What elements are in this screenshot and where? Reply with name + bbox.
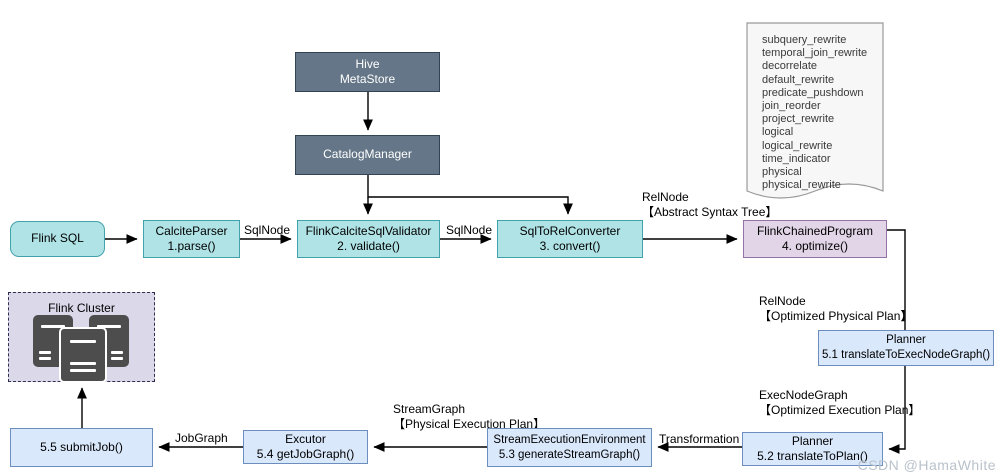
node-label: 2. validate() — [337, 239, 400, 253]
note-item: default_rewrite — [762, 73, 835, 86]
edge-label-transformation: Transformation — [659, 432, 740, 446]
edge-label-execnodegraph: ExecNodeGraph 【Optimized Execution Plan】 — [759, 388, 920, 417]
flink-cluster-box: Flink Cluster — [8, 292, 155, 383]
edge-label-jobgraph: JobGraph — [175, 431, 228, 445]
edge-label-sqlnode-1: SqlNode — [244, 223, 291, 237]
flink-cluster-label: Flink Cluster — [48, 301, 115, 315]
node-label: CalciteParser — [155, 223, 228, 238]
csdn-watermark: CSDN @HamaWhite — [857, 457, 996, 473]
node-label: 1.parse() — [167, 239, 216, 253]
note-item: temporal_join_rewrite — [762, 47, 868, 60]
edge-label-relnode-ast: RelNode 【Abstract Syntax Tree】 — [642, 190, 777, 219]
node-stream-execution-environment: StreamExecutionEnvironment 5.3 generateS… — [487, 428, 652, 467]
node-excutor: Excutor 5.4 getJobGraph() — [243, 430, 368, 464]
node-label: StreamExecutionEnvironment — [493, 433, 646, 446]
node-calcite-parser: CalciteParser 1.parse() — [143, 220, 240, 258]
node-label: FlinkChainedProgram — [756, 223, 874, 238]
edge-label-line: 【Optimized Physical Plan】 — [759, 308, 913, 323]
node-hive-metastore: Hive MetaStore — [295, 52, 440, 92]
edge-label-line: StreamGraph — [393, 402, 466, 416]
edge-label-line: RelNode — [759, 294, 806, 308]
edge-label-line: 【Optimized Execution Plan】 — [759, 402, 921, 417]
node-label: 5.1 translateToExecNodeGraph() — [821, 349, 991, 361]
edge-label-line: 【Abstract Syntax Tree】 — [642, 204, 778, 219]
edge-label-line: ExecNodeGraph — [759, 388, 848, 402]
note-item: logical — [762, 126, 794, 139]
note-item: decorrelate — [762, 60, 818, 73]
node-sql-to-rel-converter: SqlToRelConverter 3. convert() — [497, 220, 643, 258]
server-icon — [59, 327, 107, 383]
note-shape — [746, 22, 884, 199]
node-planner-translate-to-plan: Planner 5.2 translateToPlan() — [742, 432, 883, 466]
node-label: 5.3 generateStreamGraph() — [498, 448, 641, 461]
note-item: logical_rewrite — [762, 139, 833, 152]
node-label: Planner — [886, 334, 926, 347]
node-label: MetaStore — [339, 72, 396, 86]
node-label: 5.5 submitJob() — [40, 439, 123, 454]
node-label: Planner — [791, 433, 834, 448]
edge-catalog-converter — [367, 175, 573, 215]
node-label: FlinkCalciteSqlValidator — [305, 223, 432, 238]
node-label: Excutor — [285, 431, 326, 446]
node-label: SqlToRelConverter — [519, 223, 621, 238]
node-flink-calcite-sql-validator: FlinkCalciteSqlValidator 2. validate() — [297, 220, 440, 258]
node-planner-translate-exec-node-graph: Planner 5.1 translateToExecNodeGraph() — [818, 330, 994, 366]
node-catalog-manager: CatalogManager — [295, 135, 440, 175]
node-label: 3. convert() — [539, 239, 601, 253]
edge-label-relnode-optimized: RelNode 【Optimized Physical Plan】 — [759, 294, 912, 323]
node-label: Hive — [355, 56, 380, 71]
edge-label-sqlnode-2: SqlNode — [446, 223, 493, 237]
node-flink-sql: Flink SQL — [10, 221, 105, 257]
node-label: Flink SQL — [31, 231, 84, 246]
node-label: 5.2 translateToPlan() — [757, 449, 868, 463]
note-item: subquery_rewrite — [762, 34, 847, 46]
note-item: time_indicator — [762, 152, 831, 165]
node-flink-chained-program: FlinkChainedProgram 4. optimize() — [743, 220, 887, 258]
node-label: 5.4 getJobGraph() — [256, 447, 355, 461]
node-submit-job: 5.5 submitJob() — [10, 428, 153, 467]
edge-label-line: 【Physical Execution Plan】 — [393, 416, 546, 431]
edge-label-line: RelNode — [642, 190, 689, 204]
note-item: project_rewrite — [762, 113, 835, 126]
edge-label-streamgraph: StreamGraph 【Physical Execution Plan】 — [393, 402, 545, 431]
node-label: 4. optimize() — [781, 239, 849, 253]
note-item: physical — [762, 166, 802, 179]
note-item: predicate_pushdown — [762, 86, 864, 99]
note-item: physical_rewrite — [762, 179, 841, 192]
node-label: CatalogManager — [323, 147, 412, 162]
note-item: join_reorder — [762, 100, 821, 113]
